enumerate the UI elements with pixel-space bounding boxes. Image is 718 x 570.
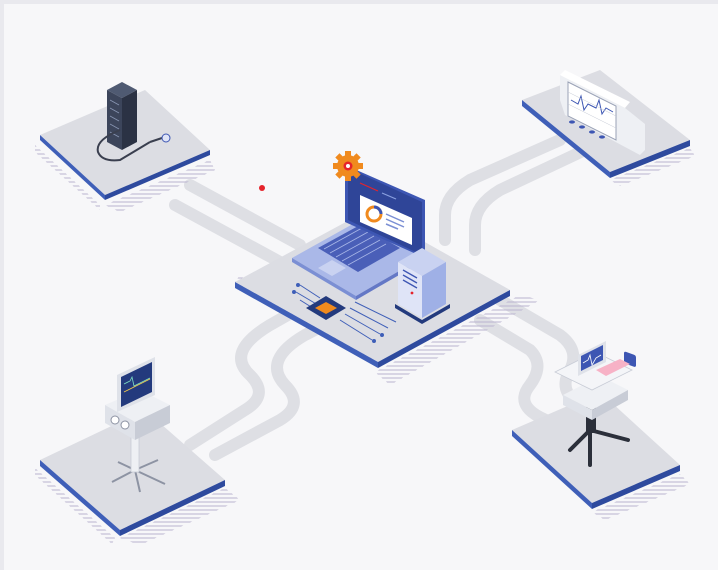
ecg-monitor bbox=[560, 70, 645, 367]
server-rack-node bbox=[35, 82, 215, 212]
ecg-monitor-node bbox=[522, 70, 695, 367]
ultrasound-cart bbox=[554, 341, 633, 467]
connector-bottom-right-2 bbox=[474, 314, 566, 431]
ultrasound-node bbox=[512, 341, 690, 520]
patient-monitor-node bbox=[35, 357, 240, 545]
gear-icon bbox=[333, 151, 363, 181]
server-tower bbox=[395, 248, 450, 324]
cpu-chip bbox=[306, 296, 346, 320]
connector-top-right bbox=[439, 134, 566, 246]
ecg-buttons bbox=[569, 120, 605, 139]
connector-top-left-2 bbox=[169, 199, 286, 268]
connector-top-left bbox=[184, 179, 306, 251]
connector-bottom-left-2 bbox=[209, 316, 336, 461]
server-rack bbox=[107, 82, 137, 150]
connector-bottom-left bbox=[184, 302, 306, 451]
connectors bbox=[169, 134, 596, 461]
top-frame-border bbox=[0, 0, 718, 4]
donut-chart-icon bbox=[365, 205, 383, 223]
stethoscope-icon bbox=[96, 129, 163, 162]
red-dot-marker bbox=[259, 185, 265, 191]
ecg-waveform bbox=[570, 94, 614, 116]
left-frame-border bbox=[0, 0, 4, 570]
connector-top-right-2 bbox=[469, 144, 591, 256]
patient-monitor-cart bbox=[105, 357, 170, 493]
laptop bbox=[292, 165, 425, 300]
